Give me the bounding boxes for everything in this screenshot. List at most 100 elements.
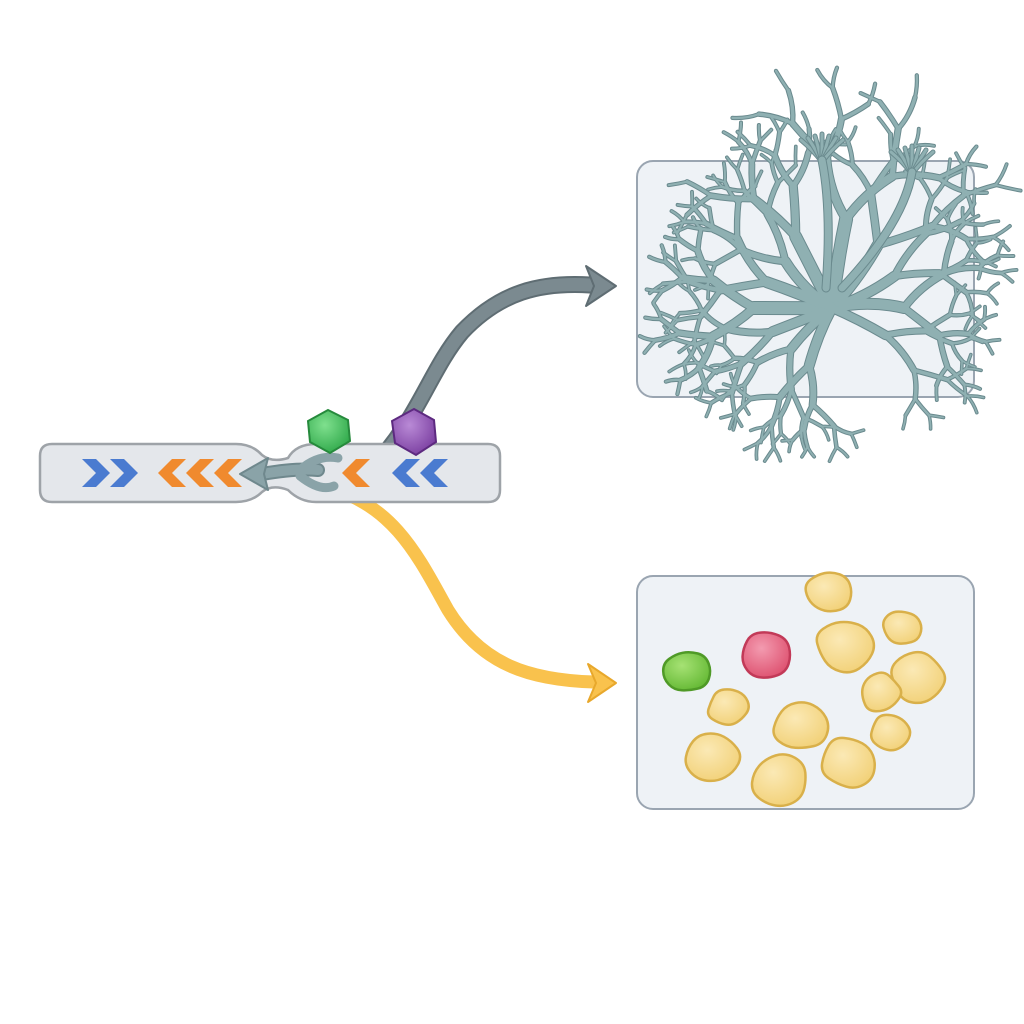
hypha bbox=[685, 276, 691, 293]
hypha bbox=[868, 158, 896, 196]
switch-arrow bbox=[239, 452, 343, 493]
hypha bbox=[737, 246, 789, 265]
hypha bbox=[694, 282, 709, 291]
hypha bbox=[728, 383, 746, 393]
hypha bbox=[966, 395, 978, 414]
hypha bbox=[842, 172, 897, 224]
hypha bbox=[729, 372, 738, 388]
hypha bbox=[693, 326, 728, 347]
hypha bbox=[941, 238, 954, 276]
hypha bbox=[682, 363, 687, 380]
hypha bbox=[839, 102, 871, 121]
hypha bbox=[788, 439, 794, 453]
hypha bbox=[749, 161, 757, 202]
hypha bbox=[900, 304, 943, 339]
hypha bbox=[977, 253, 999, 270]
hypha bbox=[693, 315, 702, 343]
hypha bbox=[946, 203, 957, 221]
hypha bbox=[754, 170, 763, 188]
hypha bbox=[955, 152, 966, 170]
hypha bbox=[663, 235, 681, 241]
hypha bbox=[913, 143, 935, 148]
hypha bbox=[928, 414, 945, 419]
hypha bbox=[977, 266, 1003, 275]
hypha bbox=[653, 331, 682, 342]
hypha bbox=[963, 383, 982, 390]
hypha bbox=[675, 315, 702, 322]
hypha bbox=[695, 197, 711, 209]
hypha bbox=[716, 389, 731, 392]
yeast-cell-5 bbox=[706, 688, 750, 726]
hypha bbox=[821, 425, 838, 429]
hypha bbox=[900, 270, 948, 312]
hypha bbox=[949, 221, 966, 243]
hypha bbox=[902, 414, 907, 430]
hypha bbox=[986, 282, 1000, 295]
yeast-cell-cluster bbox=[661, 571, 947, 808]
hypha bbox=[734, 235, 771, 286]
hypha bbox=[705, 402, 713, 418]
hypha bbox=[948, 294, 958, 316]
hypha bbox=[790, 150, 811, 189]
hypha bbox=[941, 265, 982, 276]
hypha bbox=[712, 174, 724, 188]
hypha bbox=[963, 214, 980, 225]
hypha bbox=[713, 341, 726, 347]
hypha bbox=[786, 88, 795, 126]
hypha bbox=[945, 378, 969, 398]
hypha bbox=[992, 225, 1011, 238]
yeast-cell-9 bbox=[820, 736, 876, 789]
conidiophore-head bbox=[837, 143, 936, 293]
hypha bbox=[709, 391, 734, 405]
hypha bbox=[896, 95, 917, 131]
hypha bbox=[966, 395, 985, 399]
hypha bbox=[904, 397, 917, 417]
hypha bbox=[663, 325, 676, 340]
chevron-blue-left-0 bbox=[82, 459, 110, 487]
hypha bbox=[877, 116, 892, 136]
hypha bbox=[769, 395, 782, 428]
hypha bbox=[1000, 268, 1018, 274]
hypha bbox=[688, 289, 703, 312]
hypha bbox=[802, 402, 815, 431]
hypha bbox=[676, 203, 694, 208]
hypha bbox=[964, 190, 988, 195]
hypha bbox=[673, 244, 678, 263]
green-yeast-cell bbox=[661, 650, 712, 692]
hypha bbox=[821, 425, 830, 441]
hypha bbox=[985, 258, 1000, 264]
hypha bbox=[964, 290, 989, 295]
hypha bbox=[850, 162, 873, 196]
hypha bbox=[919, 161, 926, 180]
hypha bbox=[867, 82, 877, 106]
hypha bbox=[787, 346, 794, 393]
hypha bbox=[974, 226, 978, 244]
hypha bbox=[930, 176, 949, 201]
hypha bbox=[728, 413, 736, 430]
hypha bbox=[722, 131, 740, 143]
hypha bbox=[769, 115, 781, 134]
hypha bbox=[800, 416, 805, 439]
hypha bbox=[964, 241, 978, 262]
hypha bbox=[770, 149, 777, 164]
hypha bbox=[668, 363, 685, 373]
hypha bbox=[676, 378, 682, 396]
hypha bbox=[891, 270, 943, 280]
yeast-pathway-arrow bbox=[321, 481, 617, 703]
hypha bbox=[859, 91, 882, 103]
hypha bbox=[722, 325, 776, 336]
hypha bbox=[964, 145, 978, 166]
hypha bbox=[742, 402, 750, 415]
hypha bbox=[996, 254, 1015, 258]
hypha bbox=[723, 332, 726, 347]
hypha bbox=[835, 446, 849, 458]
hypha bbox=[846, 126, 857, 143]
hypha bbox=[914, 397, 931, 417]
hypha bbox=[722, 162, 726, 184]
hypha bbox=[791, 427, 806, 442]
yeast-cell-6 bbox=[772, 701, 830, 750]
hypha bbox=[967, 332, 988, 344]
hypha bbox=[964, 162, 988, 168]
hypha bbox=[913, 74, 919, 99]
hypha bbox=[827, 298, 909, 313]
